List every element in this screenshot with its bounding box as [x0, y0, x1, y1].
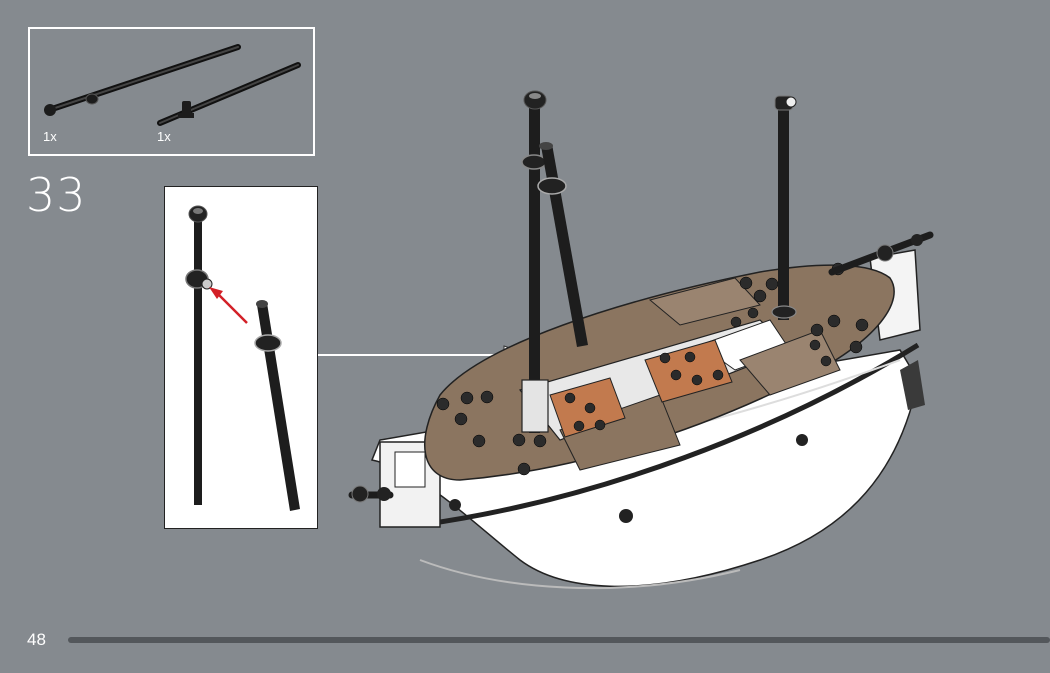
step-number: 33	[26, 168, 87, 222]
stern-tiller	[348, 485, 394, 503]
main-mast	[521, 90, 549, 433]
assembly-arrow-icon	[209, 287, 248, 324]
callout-box	[164, 186, 318, 529]
tall-mast-icon	[185, 205, 213, 505]
angled-mast	[537, 142, 588, 347]
short-mast-bar-icon	[157, 62, 301, 126]
long-mast-bar-icon	[44, 44, 241, 116]
rear-mast	[771, 95, 797, 320]
page-number: 48	[27, 630, 46, 649]
part-quantity-2: 1x	[157, 129, 171, 144]
bowsprit	[828, 231, 934, 276]
callout-illustration	[185, 205, 300, 511]
page-progress-bar	[68, 637, 1050, 643]
parts-list-box: 1x 1x	[28, 27, 315, 156]
part-quantity-1: 1x	[43, 129, 57, 144]
parts-illustration	[44, 44, 301, 126]
short-mast-icon	[254, 300, 300, 511]
